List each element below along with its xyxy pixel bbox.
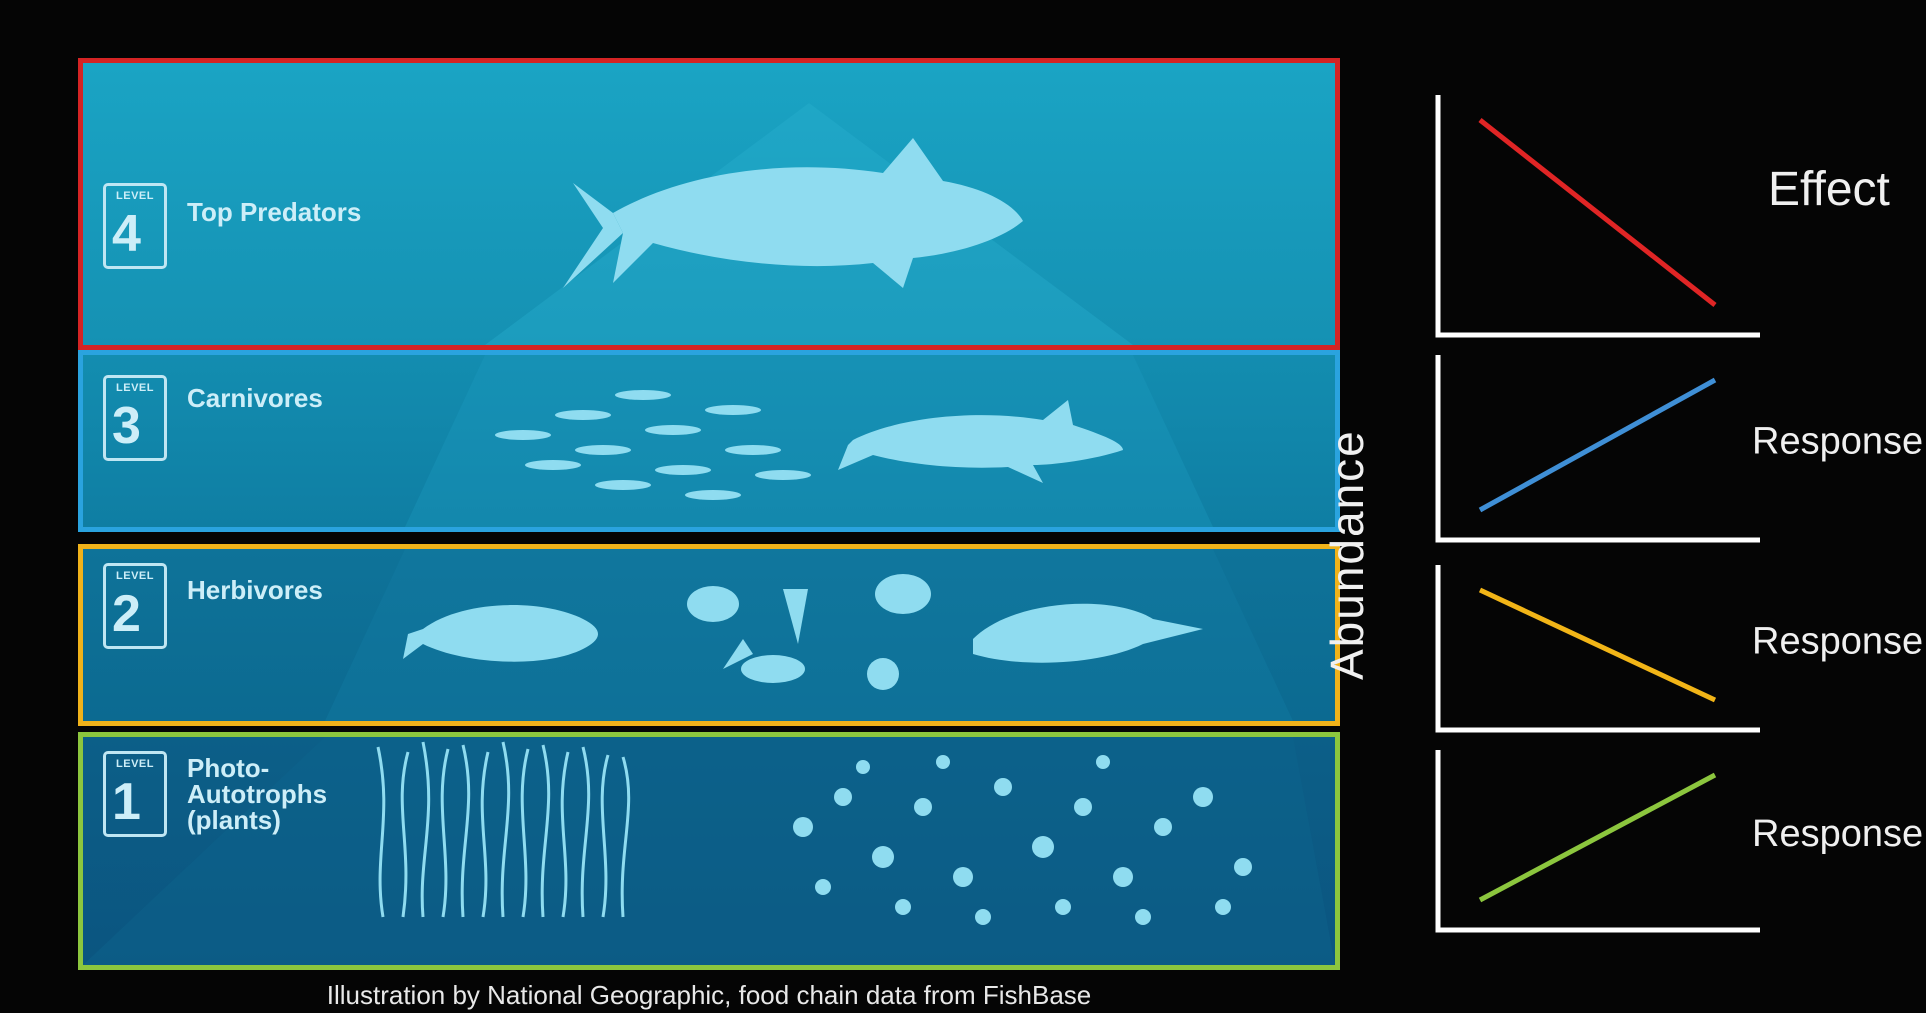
- level-badge: LEVEL 3: [103, 375, 167, 461]
- graph-label: Response: [1752, 621, 1923, 663]
- trend-line: [1480, 775, 1715, 900]
- level-name: Carnivores: [187, 385, 323, 411]
- level-badge: LEVEL 2: [103, 563, 167, 649]
- graph-label: Effect: [1768, 163, 1890, 216]
- level-name: Photo- Autotrophs (plants): [187, 755, 327, 833]
- graph-panel-2: Response: [1438, 355, 1923, 540]
- level-badge: LEVEL 1: [103, 751, 167, 837]
- trend-line: [1480, 120, 1715, 305]
- level-number: 2: [112, 584, 141, 644]
- graph-panel-1: Effect: [1438, 95, 1890, 335]
- trophic-pyramid: LEVEL 4 Top Predators LEVEL 3 Carnivores: [78, 58, 1340, 970]
- level-word: LEVEL: [106, 382, 164, 394]
- level-word: LEVEL: [106, 570, 164, 582]
- abundance-axis-label: Abundance: [1320, 429, 1374, 680]
- level-3-carnivores: LEVEL 3 Carnivores: [78, 350, 1340, 532]
- level-1-photo-autotrophs: LEVEL 1 Photo- Autotrophs (plants): [78, 732, 1340, 970]
- trend-line: [1480, 590, 1715, 700]
- trend-line: [1480, 380, 1715, 510]
- level-number: 4: [112, 204, 141, 264]
- level-4-top-predators: LEVEL 4 Top Predators: [78, 58, 1340, 350]
- level-word: LEVEL: [106, 190, 164, 202]
- graph-panel-3: Response: [1438, 565, 1923, 730]
- graph-panel-4: Response: [1438, 750, 1923, 930]
- level-name: Herbivores: [187, 577, 323, 603]
- illustration-caption: Illustration by National Geographic, foo…: [78, 980, 1340, 1011]
- level-number: 3: [112, 396, 141, 456]
- level-number: 1: [112, 772, 141, 832]
- fish-school-illustration: [83, 355, 1335, 527]
- level-badge: LEVEL 4: [103, 183, 167, 269]
- level-2-herbivores: LEVEL 2 Herbivores: [78, 544, 1340, 726]
- graph-label: Response: [1752, 421, 1923, 463]
- graph-label: Response: [1752, 813, 1923, 855]
- level-name: Top Predators: [187, 199, 361, 225]
- level-word: LEVEL: [106, 758, 164, 770]
